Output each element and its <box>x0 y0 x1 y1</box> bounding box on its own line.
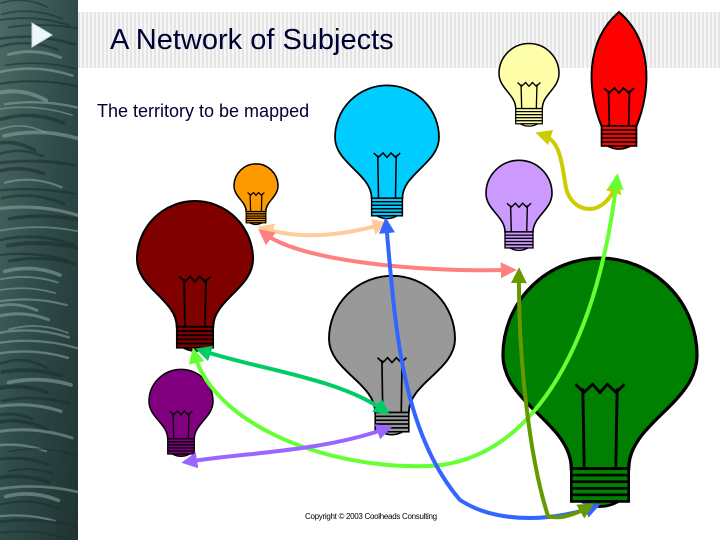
bulb-light-yellow-icon <box>498 42 560 127</box>
water-texture-panel <box>0 0 78 540</box>
bulb-green-icon <box>501 256 699 508</box>
bulb-red-icon <box>590 10 648 150</box>
copyright-notice: Copyright © 2003 Coolheads Consulting <box>305 512 437 521</box>
play-triangle-icon[interactable] <box>30 22 54 48</box>
bulb-cyan-icon <box>334 84 440 220</box>
bulb-lavender-icon <box>485 159 553 252</box>
edge-orange-cyan-arrow <box>257 219 389 239</box>
bulb-dark-red-icon <box>135 200 255 352</box>
slide-title: A Network of Subjects <box>110 24 394 56</box>
slide-subtitle: The territory to be mapped <box>97 101 310 121</box>
bulb-purple-icon <box>148 368 214 458</box>
edge-purple-gray-arrow <box>181 424 393 469</box>
edge-lavender-green-arrow <box>510 267 595 520</box>
bulb-orange-icon <box>233 163 279 226</box>
